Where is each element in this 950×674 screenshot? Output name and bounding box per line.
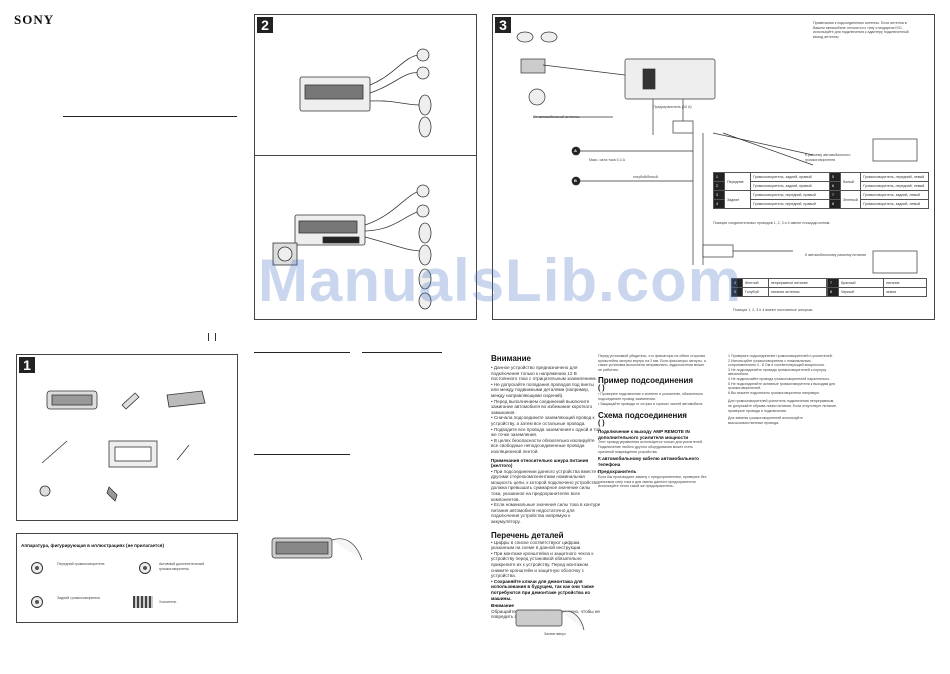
install-illustration xyxy=(271,537,363,561)
part-screw xyxy=(106,486,118,502)
claw-label: Захват вверх xyxy=(544,632,566,636)
panel-3-number: 3 xyxy=(495,17,511,33)
rear-speaker-icon xyxy=(31,596,43,608)
schema-paren: ( ) xyxy=(598,420,605,428)
wiring-diagram xyxy=(516,31,918,274)
title-rule xyxy=(63,116,237,117)
warning-text: • Данное устройство предназначено для по… xyxy=(491,365,601,454)
label-a: A xyxy=(574,148,577,153)
parts-illustrations xyxy=(39,390,206,502)
schema-title: Схема подсоединения xyxy=(598,411,687,421)
panel-3-wiring: 3 Примечания к подсоединению антенны. Ес… xyxy=(492,14,935,320)
parts-title: Перечень деталей xyxy=(491,530,564,540)
parts-text: • Цифры в списке соответствуют цифрам, у… xyxy=(491,539,594,579)
part-screw-tool xyxy=(121,392,140,410)
accessory-label-front: Передний громкоговоритель xyxy=(57,562,105,566)
front-speaker-icon xyxy=(31,562,43,574)
part-bolt xyxy=(176,444,190,461)
part-key xyxy=(41,440,68,464)
fuse-label: Предохранитель (10 А) xyxy=(653,105,692,109)
speaker-notes-3: Для замены громкоговорителей используйте… xyxy=(728,416,803,425)
power-connector-label: К автомобильному разъему питания xyxy=(805,253,866,257)
power-note-title: Примечания относительно шнура питания (ж… xyxy=(491,457,589,469)
lower-rule-3 xyxy=(254,454,350,455)
parts-bold: • Сохраняйте ключи для демонтажа для исп… xyxy=(491,578,594,601)
accessory-label-amp: Усилитель xyxy=(159,600,177,604)
lower-rule-2 xyxy=(362,352,442,353)
panel-2-connections: 2 xyxy=(254,14,477,320)
iso-connector-top xyxy=(872,138,918,162)
bracket-illustration xyxy=(515,609,585,631)
speaker-notes-2: Для громкоговорителей усилитель подключе… xyxy=(728,399,838,413)
accessory-label-sub: Активный дополнительный громкоговоритель xyxy=(159,562,205,571)
lower-rule-1 xyxy=(254,352,350,353)
example-text: • Проверьте подключение к антенне и усил… xyxy=(598,392,704,406)
example-paren: ( ) xyxy=(598,385,605,393)
fuse-text: Если Вы производите замену с предохранит… xyxy=(598,474,707,489)
amplifier-icon xyxy=(133,596,153,608)
page-marker xyxy=(208,333,216,341)
caution-title: Внимание xyxy=(491,603,514,609)
speaker-connector-label: К разъему автомобильного громкоговорител… xyxy=(805,153,851,162)
amp-title: Подключение к выходу AMP REMOTE IN допол… xyxy=(598,429,690,440)
power-note-text: • При подсоединении данного устройства в… xyxy=(491,468,601,525)
blue-wire-label: голубой/белый xyxy=(633,175,658,179)
fuse-title: Предохранитель xyxy=(598,469,637,475)
antenna-label: От автомобильной антенны xyxy=(533,115,580,119)
label-b: B xyxy=(574,178,577,183)
main-unit xyxy=(624,58,716,100)
col-speakers: 1 Проверьте подсоединение громкоговорите… xyxy=(728,354,838,425)
active-subwoofer-icon xyxy=(139,562,151,574)
accessories-title: Аппаратура, фигурирующая в иллюстрациях … xyxy=(21,543,164,548)
iso-connector-bottom xyxy=(872,250,918,274)
phone-title: К автомобильному кабелю автомобильного т… xyxy=(598,456,699,467)
accessory-label-rear: Задний громкоговоритель xyxy=(57,596,101,600)
accessories-box: Аппаратура, фигурирующая в иллюстрациях … xyxy=(16,533,238,623)
warning-title: Внимание xyxy=(491,354,531,363)
middle-text: Перед установкой убедитесь, что фиксатор… xyxy=(598,354,706,372)
iso-positions-note: Позиции соединительных проводов 1, 2, 3 … xyxy=(713,221,831,225)
col-example: Перед установкой убедитесь, что фиксатор… xyxy=(598,354,708,489)
panel-2-number: 2 xyxy=(257,17,273,33)
part-bracket xyxy=(166,390,206,408)
max-current-label: Макс. сила тока 0,3 А xyxy=(589,158,625,162)
brand-logo: SONY xyxy=(14,12,55,27)
part-nut xyxy=(39,485,51,497)
panel-2-diagram xyxy=(272,48,432,310)
bottom-note: Позиции 1, 2, 3 и 4 имеют постоянные шты… xyxy=(733,308,814,312)
panel-1-parts: 1 xyxy=(16,354,238,521)
amp-text: Этот провод управления используется толь… xyxy=(598,440,703,454)
speaker-notes: 1 Проверьте подсоединение громкоговорите… xyxy=(728,354,836,395)
col-warning: Внимание • Данное устройство предназначе… xyxy=(491,354,601,620)
antenna-note: Примечания к подсоединению антенны. Если… xyxy=(813,21,909,39)
panel-1-number: 1 xyxy=(19,357,35,373)
panel-2-divider xyxy=(255,155,476,156)
example-title: Пример подсоединения xyxy=(598,376,694,386)
